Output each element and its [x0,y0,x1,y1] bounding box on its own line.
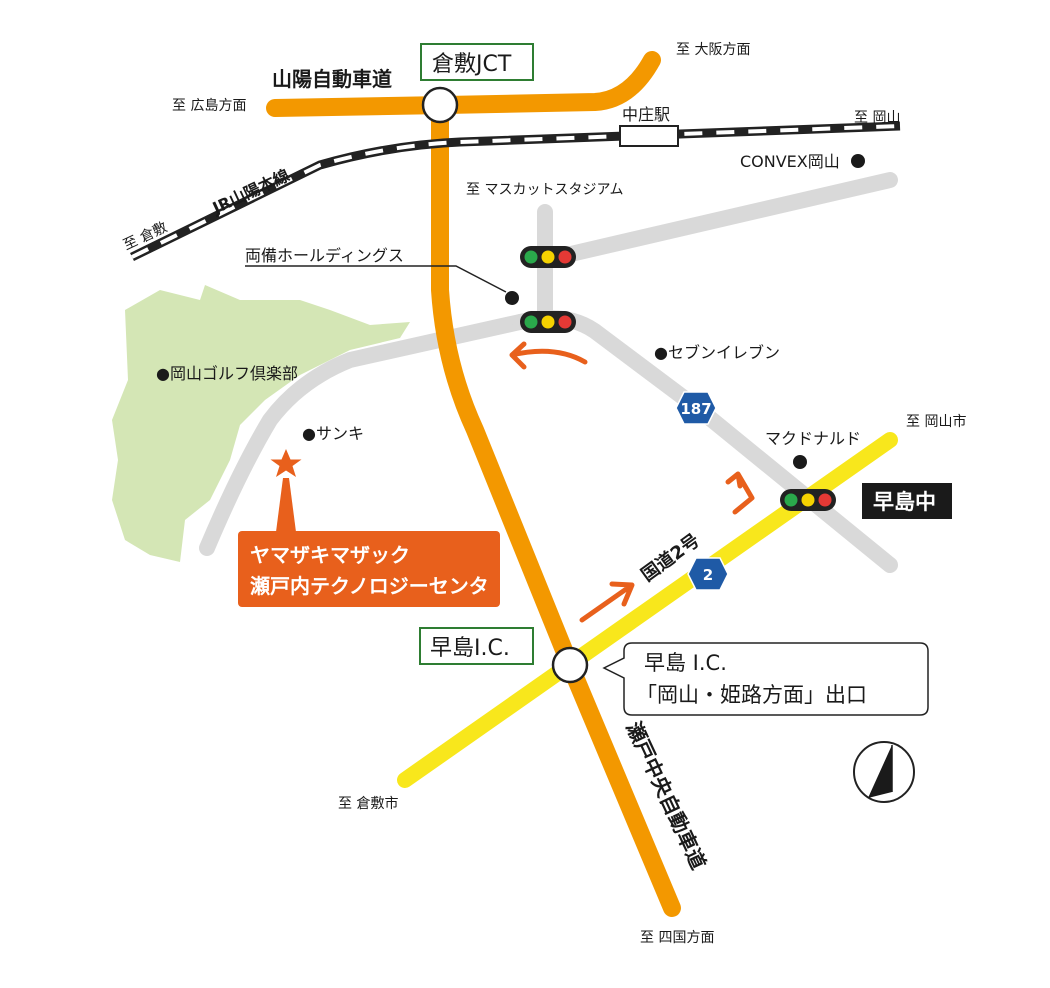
exit-note-bubble [602,642,929,716]
destination-callout-pointer [276,478,296,532]
hayashima-ic-label: 早島I.C. [430,636,510,661]
to-okayama-label: 至 岡山 [854,110,900,126]
to-shikoku-label: 至 四国方面 [640,930,714,946]
ryobi-dot [505,291,519,305]
nakasho-station-icon [619,125,679,147]
golf-course-area [112,285,410,562]
destination-star-icon [270,449,302,477]
nakasho-station-label: 中庄駅 [622,105,670,124]
expressways [266,51,681,917]
sanyo-expressway-road [266,51,661,117]
to-okayama-city-label: 至 岡山市 [906,413,966,430]
golf-label: ●岡山ゴルフ倶楽部 [156,364,298,383]
destination-facility: 瀬戸内テクノロジーセンタ [250,574,489,598]
route2-number: 2 [703,566,713,584]
sanyo-expressway-label: 山陽自動車道 [272,67,392,91]
hayashima-ic-label-box [419,627,534,665]
ryobi-label: 両備ホールディングス [245,246,404,265]
exit-note-title: 早島 I.C. [644,651,727,675]
arrow-turn [725,471,755,515]
arrow-route2 [579,581,635,623]
seto-chuo-expressway-label: 瀬戸中央自動車道 [621,718,710,873]
sanki-label: ●サンキ [302,424,364,443]
intersection-label: 早島中 [873,490,936,514]
traffic-light-center [520,311,576,333]
exit-note-direction: 「岡山・姫路方面」出口 [636,683,867,707]
seto-chuo-expressway-road [431,96,681,917]
to-osaka-label: 至 大阪方面 [676,42,750,58]
traffic-light-hayashima [780,489,836,511]
kurashiki-jct-label: 倉敷JCT [432,52,512,77]
jr-sanyo-line-label: JR山陽本線 [209,166,293,218]
destination-callout [238,531,500,607]
traffic-light-north [520,246,576,268]
intersection-label-box [862,483,952,519]
route2-shield-icon [687,557,729,591]
arrow-left-turn [509,341,588,370]
convex-label: CONVEX岡山 [740,152,840,171]
local-road-muscat [537,172,898,268]
seven-eleven-label: ●セブンイレブン [654,343,780,362]
mcdonalds-dot [793,455,807,469]
jr-sanyo-railway [130,121,901,262]
convex-dot [851,154,865,168]
to-muscat-label: 至 マスカットスタジアム [466,182,623,198]
hayashima-ic-marker [551,646,589,684]
kurashiki-jct-marker [421,86,459,124]
local-road-west [199,314,528,556]
kurashiki-jct-label-box [420,43,534,81]
mcdonalds-label: マクドナルド [765,429,861,448]
route187-shield-icon [675,391,717,425]
route-arrows [509,341,755,623]
to-kurashiki-city-label: 至 倉敷市 [338,795,398,812]
to-hiroshima-label: 至 広島方面 [172,98,246,114]
ryobi-leader [245,265,507,293]
north-arrow-icon [868,745,892,798]
destination-name: ヤマザキマザック [250,543,410,567]
route187-number: 187 [680,400,711,418]
